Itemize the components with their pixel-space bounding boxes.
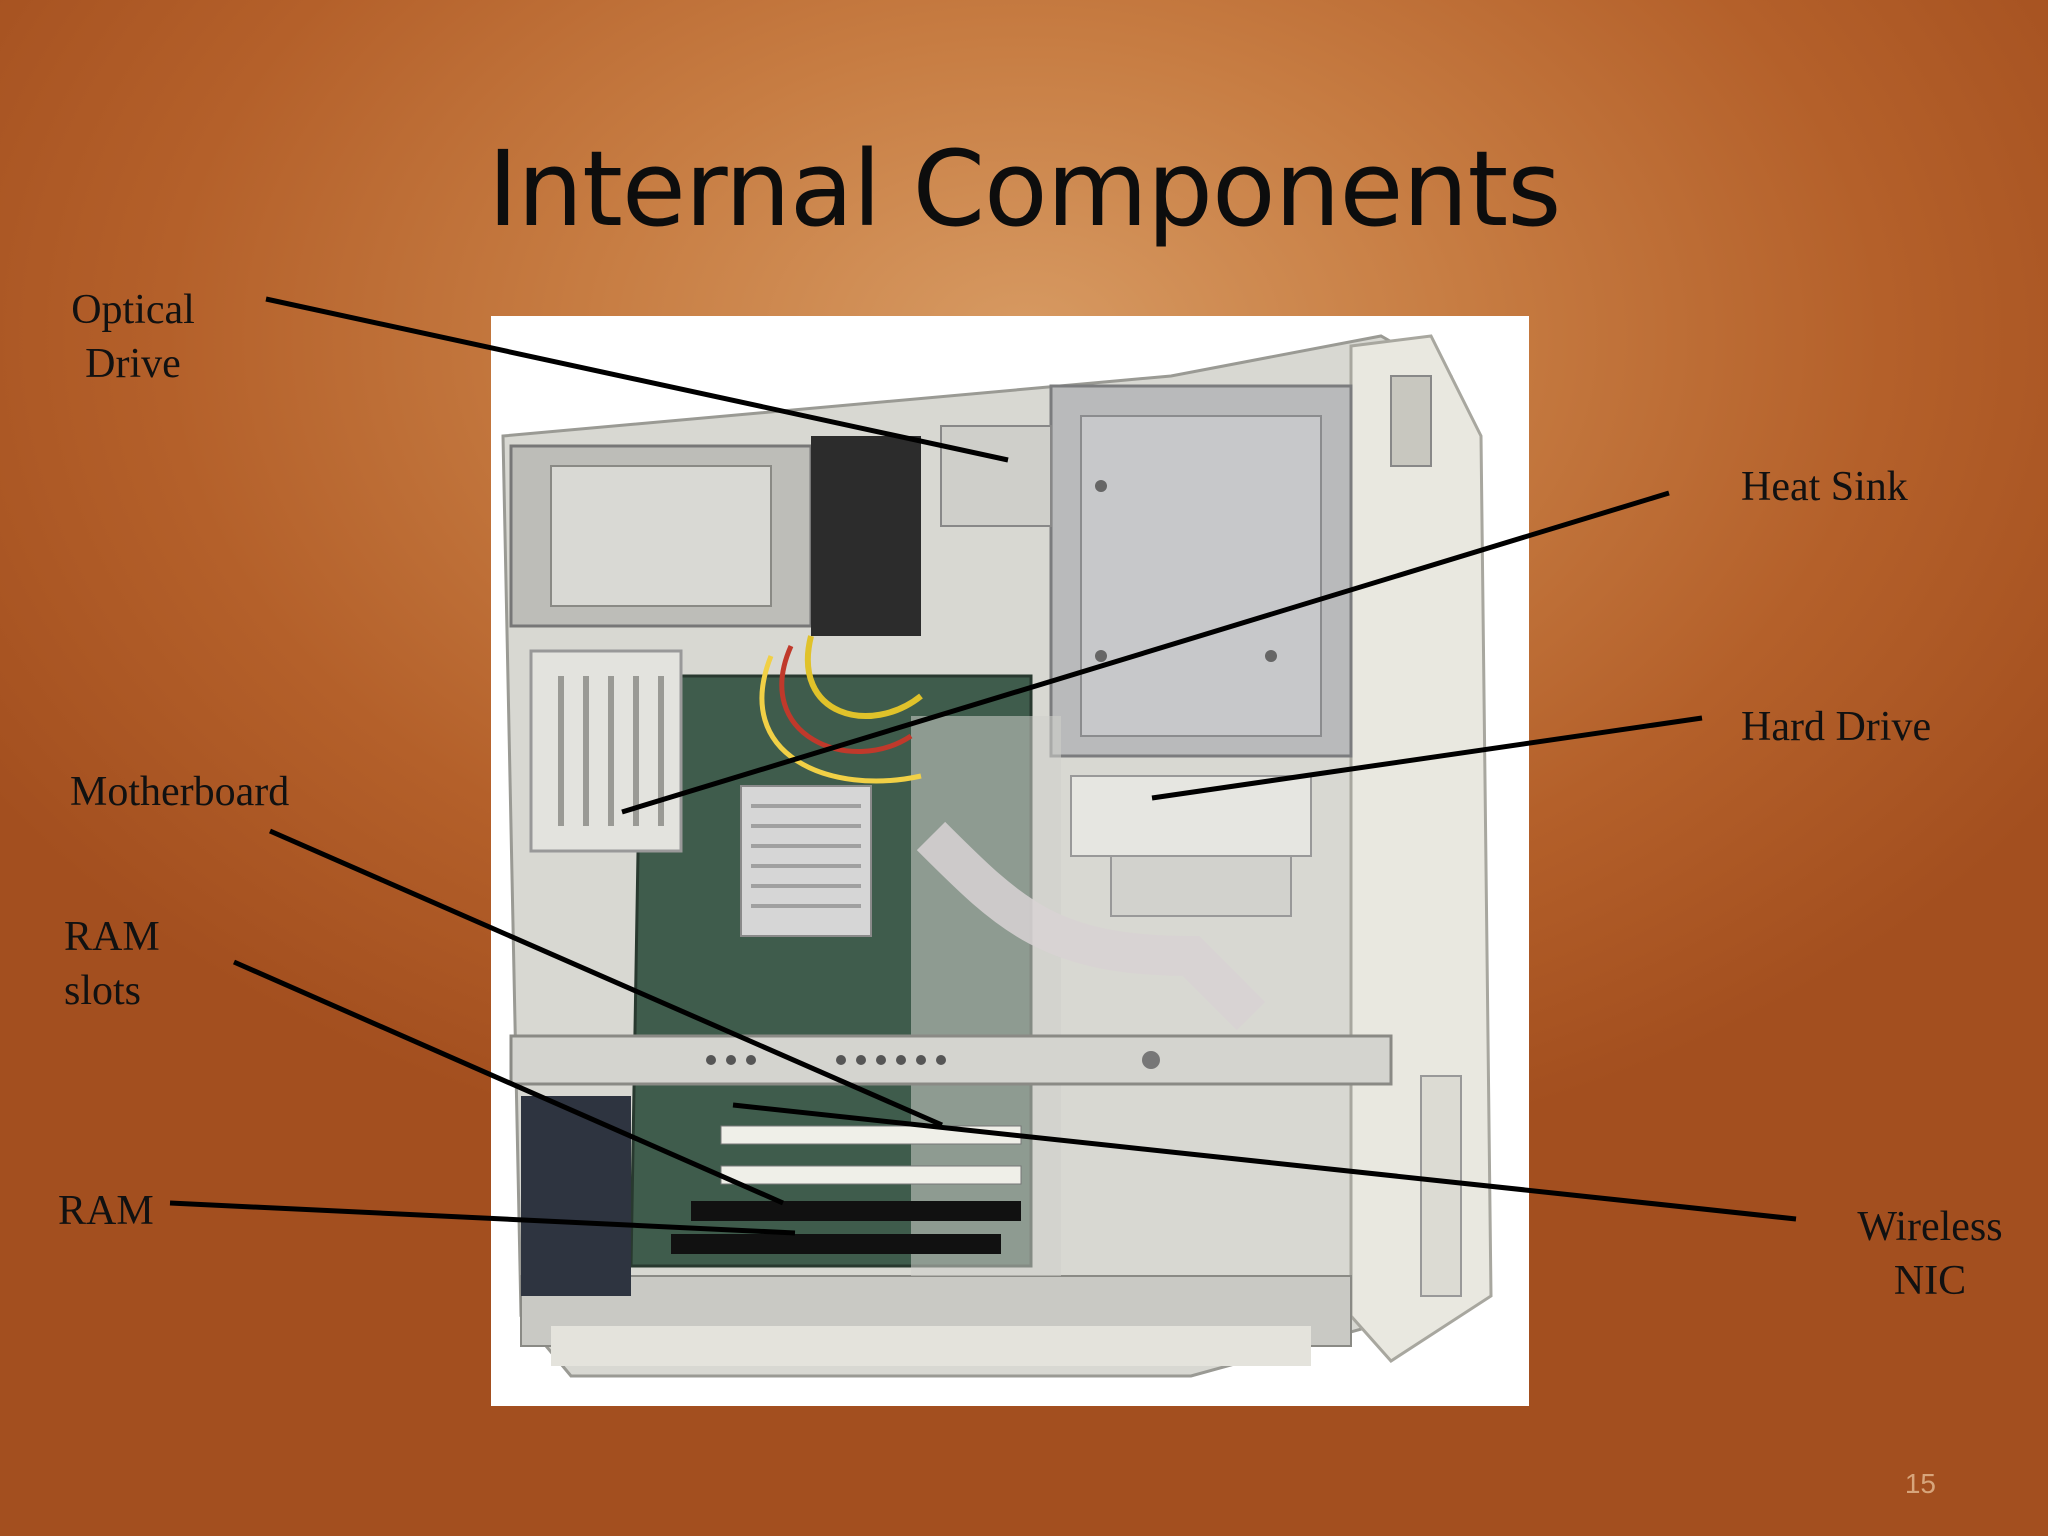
label-ram: RAM: [58, 1188, 154, 1234]
label-ram-slots-line2: slots: [64, 968, 142, 1014]
label-optical-drive-line1: Optical: [71, 287, 195, 333]
ram-callout-line: [169, 1200, 796, 1236]
label-motherboard: Motherboard: [70, 769, 290, 815]
motherboard-callout-line: [268, 828, 944, 1128]
heat-sink-callout-line: [621, 490, 1670, 815]
label-wireless-nic-line2: NIC: [1893, 1258, 1967, 1304]
label-optical-drive: Optical Drive: [58, 283, 208, 391]
label-ram-slots: RAM slots: [64, 910, 160, 1018]
label-wireless-nic: Wireless NIC: [1835, 1200, 2025, 1308]
label-hard-drive: Hard Drive: [1741, 704, 1932, 750]
label-ram-slots-line1: RAM: [64, 914, 160, 960]
ram-slots-callout-line: [232, 959, 785, 1206]
hard-drive-callout-line: [1151, 715, 1703, 801]
label-wireless-nic-line1: Wireless: [1857, 1204, 2003, 1250]
computer-case-illustration: [501, 334, 1493, 1378]
label-optical-drive-line2: Drive: [85, 341, 181, 387]
wireless-nic-callout-line: [732, 1102, 1797, 1222]
label-heat-sink: Heat Sink: [1741, 464, 1908, 510]
slide-title: Internal Components: [487, 128, 1562, 250]
optical-drive-callout-line: [265, 296, 1009, 463]
slide-number: 15: [1904, 1468, 1936, 1499]
computer-interior-photo: [491, 316, 1529, 1406]
